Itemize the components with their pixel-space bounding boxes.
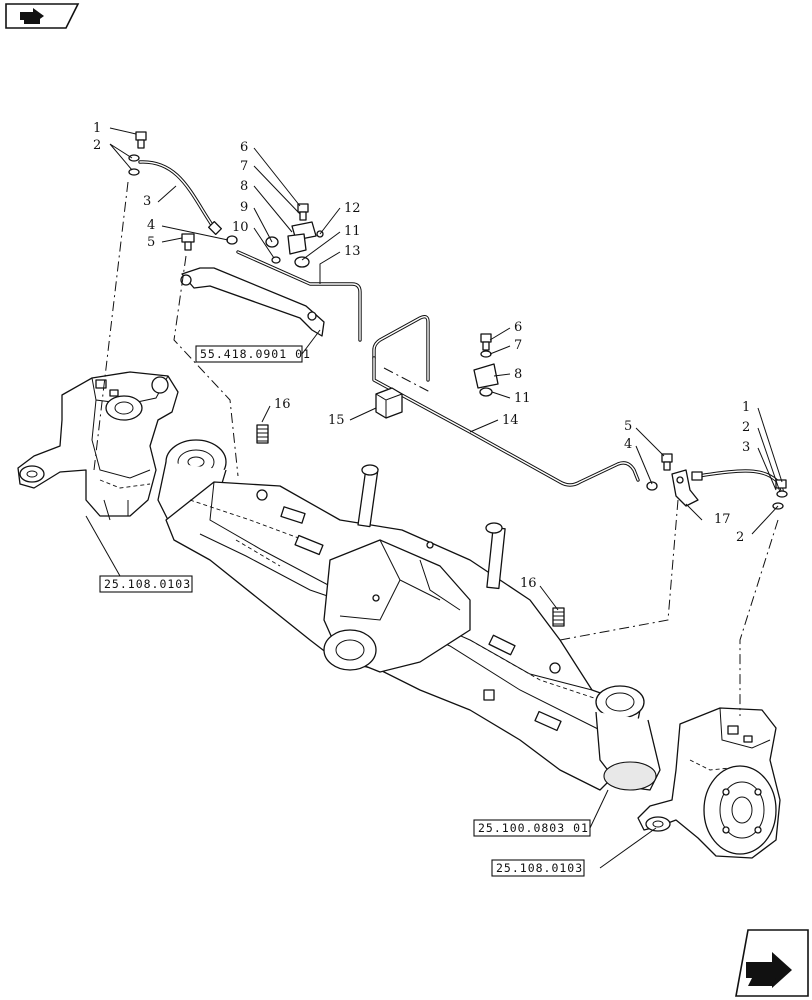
callout-4: 4: [147, 218, 155, 233]
callout-1: 1: [93, 121, 101, 136]
callout-2-right: 2: [742, 420, 750, 435]
callout-5: 5: [147, 235, 155, 250]
brake-pipe-hose-left: [138, 160, 223, 236]
reference-knuckle-left[interactable]: 25.108.0103: [99, 575, 193, 593]
callout-12: 12: [344, 201, 361, 216]
callout-11: 11: [344, 224, 361, 239]
right-steering-knuckle: [637, 707, 781, 859]
axle-housing: [157, 439, 661, 791]
next-page-arrow-icon[interactable]: [735, 929, 809, 997]
callout-7: 7: [240, 159, 248, 174]
bolt-1-left: [135, 131, 147, 149]
svg-text:25.108.0103: 25.108.0103: [496, 861, 583, 875]
rigid-pipe-13: [236, 250, 362, 342]
callout-4-right: 4: [624, 437, 632, 452]
callout-6-middle: 6: [514, 320, 522, 335]
clip-assembly-middle: [473, 333, 499, 397]
book-arrow-icon[interactable]: [5, 3, 80, 29]
callout-labels: 1 2 3 4 5 6 7 8 9 10 12 11 13 6 7 8 11 1…: [93, 121, 750, 591]
bolt-5-right: [661, 453, 673, 471]
callout-15: 15: [328, 413, 345, 428]
bracket-17: [671, 469, 699, 507]
svg-text:55.418.0901 01: 55.418.0901 01: [200, 347, 311, 361]
bolt-5-left: [181, 233, 195, 251]
spring-16-left: [256, 424, 269, 444]
callout-8-middle: 8: [514, 367, 522, 382]
callout-8: 8: [240, 179, 248, 194]
reference-axle[interactable]: 25.100.0803 01: [473, 819, 591, 837]
svg-text:25.108.0103: 25.108.0103: [104, 577, 191, 591]
reference-knuckle-right[interactable]: 25.108.0103: [491, 859, 585, 877]
callout-9: 9: [240, 200, 248, 215]
callout-5-right: 5: [624, 419, 632, 434]
clip-assembly-upper: [265, 203, 324, 268]
callout-11-middle: 11: [514, 391, 531, 406]
callout-16-left: 16: [274, 397, 291, 412]
spring-16-right: [552, 607, 565, 627]
washer-2-right: [772, 490, 788, 510]
callout-3: 3: [143, 194, 151, 209]
junction-block-15: [375, 387, 403, 419]
svg-text:25.100.0803 01: 25.100.0803 01: [478, 821, 589, 835]
callout-2: 2: [93, 138, 101, 153]
union-4-right: [646, 481, 658, 491]
leader-lines: [85, 127, 783, 869]
callout-6: 6: [240, 140, 248, 155]
reference-bracket[interactable]: 55.418.0901 01: [195, 345, 311, 363]
callout-7-middle: 7: [514, 338, 522, 353]
callout-16-right: 16: [520, 576, 537, 591]
callout-1-right: 1: [742, 400, 750, 415]
brake-pipe-hose-right: [691, 469, 784, 492]
rigid-pipe-14: [372, 314, 640, 487]
left-steering-knuckle: [17, 371, 179, 521]
callout-3-right: 3: [742, 440, 750, 455]
kingpin-left: [357, 464, 379, 528]
washer-2-left: [128, 154, 140, 176]
pipe-support-bracket: [180, 267, 325, 337]
callout-13: 13: [344, 244, 361, 259]
callout-2-lower-right: 2: [736, 530, 744, 545]
union-4-left: [226, 235, 238, 245]
callout-17: 17: [714, 512, 731, 527]
kingpin-right: [485, 522, 506, 590]
callout-10: 10: [232, 220, 249, 235]
assembly-centerlines: [93, 181, 779, 716]
callout-14: 14: [502, 413, 519, 428]
